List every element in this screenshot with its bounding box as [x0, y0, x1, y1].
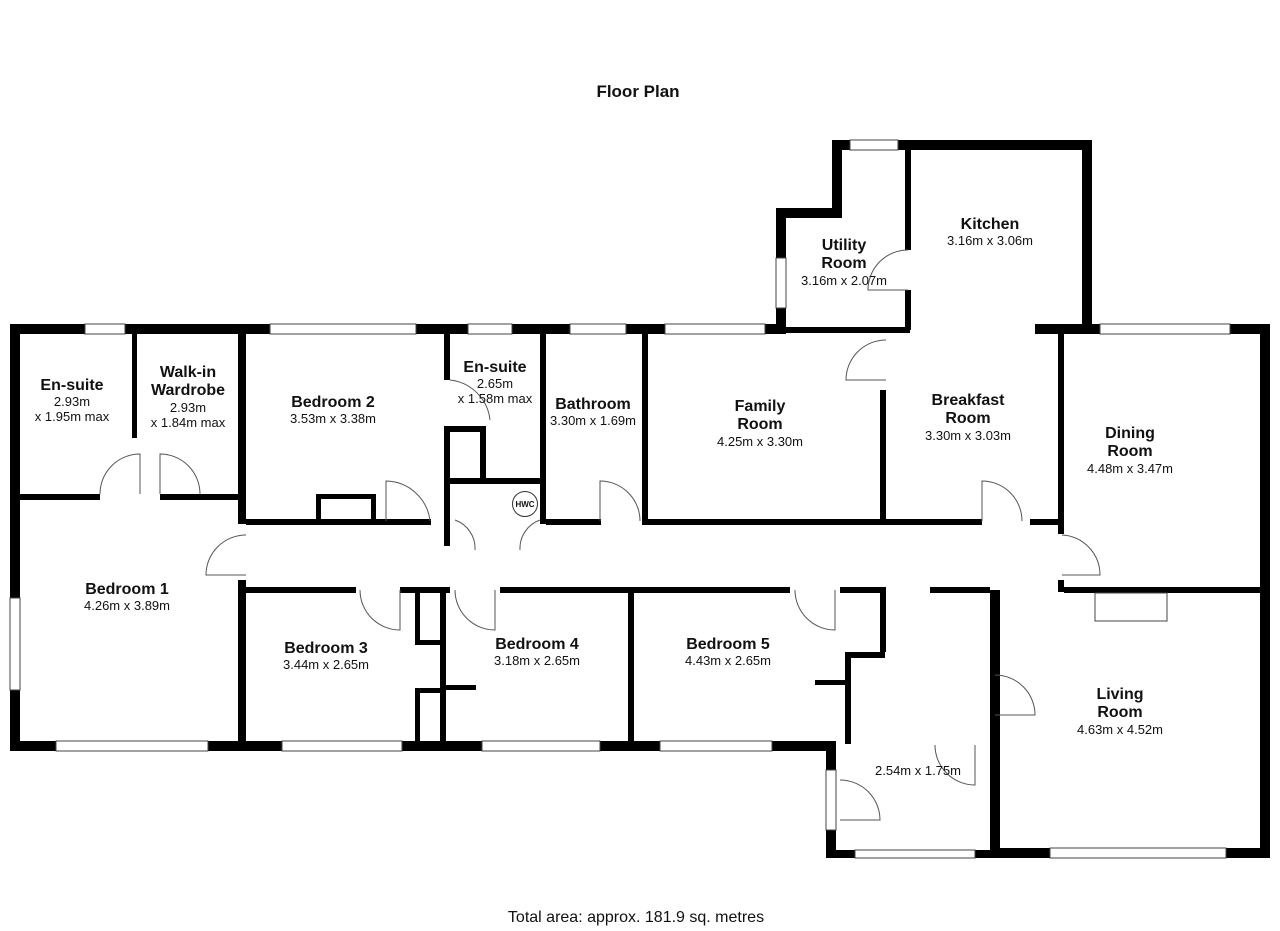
room-name: Living [1096, 686, 1144, 703]
room-name: Bedroom 1 [85, 581, 169, 598]
plan-title: Floor Plan [596, 82, 680, 101]
room-dims: 3.53m x 3.38m [290, 411, 376, 427]
room-name: Utility [821, 237, 867, 254]
room-name: Bedroom 3 [284, 640, 368, 657]
room-name: Bathroom [555, 396, 631, 413]
room-name: Wardrobe [150, 382, 226, 400]
room-dims: 3.30m x 1.69m [550, 413, 636, 429]
room-dims: 2.65m [476, 376, 514, 392]
hot-water-cylinder: HWC [512, 491, 538, 517]
room-name: Room [821, 255, 867, 273]
door-swings [99, 249, 1101, 821]
room-name: Family [734, 398, 786, 415]
room-name: En-suite [40, 377, 104, 394]
room-dims: 3.18m x 2.65m [494, 653, 580, 669]
room-walk-in-wardrobe: Walk-in Wardrobe 2.93m x 1.84m max [151, 364, 225, 431]
room-dims: 4.25m x 3.30m [717, 433, 803, 449]
total-area: Total area: approx. 181.9 sq. metres [507, 909, 765, 926]
room-name: Room [737, 416, 783, 434]
room-dims: x 1.84m max [150, 414, 226, 430]
room-dims: 2.93m [169, 399, 207, 415]
room-name: Bedroom 4 [495, 636, 579, 653]
room-dims: 3.30m x 3.03m [925, 427, 1011, 443]
room-dims: x 1.58m max [457, 391, 533, 407]
room-porch: 2.54m x 1.75m [875, 763, 961, 779]
room-bedroom-3: Bedroom 3 3.44m x 2.65m [283, 640, 369, 673]
room-dims: 3.16m x 2.07m [801, 272, 887, 288]
room-utility-room: Utility Room 3.16m x 2.07m [801, 237, 887, 289]
room-bedroom-4: Bedroom 4 3.18m x 2.65m [494, 636, 580, 669]
room-family-room: Family Room 4.25m x 3.30m [717, 398, 803, 450]
room-dims: 2.93m [53, 394, 91, 410]
room-name: Kitchen [960, 216, 1020, 233]
room-dims: 4.63m x 4.52m [1077, 721, 1163, 737]
room-dining-room: Dining Room 4.48m x 3.47m [1087, 425, 1173, 477]
room-living-room: Living Room 4.63m x 4.52m [1077, 686, 1163, 738]
room-name: Bedroom 5 [686, 636, 770, 653]
room-bedroom-5: Bedroom 5 4.43m x 2.65m [685, 636, 771, 669]
room-ensuite-1: En-suite 2.93m x 1.95m max [35, 377, 109, 425]
room-name: Breakfast [931, 392, 1005, 409]
room-dims: x 1.95m max [34, 409, 110, 425]
room-dims: 4.26m x 3.89m [84, 598, 170, 614]
room-bedroom-2: Bedroom 2 3.53m x 3.38m [290, 394, 376, 427]
room-dims: 3.16m x 3.06m [947, 233, 1033, 249]
room-dims: 2.54m x 1.75m [875, 763, 961, 778]
windows [9, 139, 1231, 859]
room-dims: 4.48m x 3.47m [1087, 460, 1173, 476]
room-breakfast-room: Breakfast Room 3.30m x 3.03m [925, 392, 1011, 444]
room-name: Dining [1105, 425, 1155, 442]
room-name: Room [1107, 443, 1153, 461]
room-name: Bedroom 2 [291, 394, 375, 411]
room-ensuite-2: En-suite 2.65m x 1.58m max [458, 359, 532, 407]
room-name: Walk-in [159, 364, 217, 381]
room-dims: 3.44m x 2.65m [283, 657, 369, 673]
room-name: Room [1097, 704, 1143, 722]
room-dims: 4.43m x 2.65m [685, 653, 771, 669]
room-bathroom: Bathroom 3.30m x 1.69m [550, 396, 636, 429]
room-kitchen: Kitchen 3.16m x 3.06m [947, 216, 1033, 249]
room-bedroom-1: Bedroom 1 4.26m x 3.89m [84, 581, 170, 614]
room-name: Room [945, 410, 991, 428]
room-name: En-suite [463, 359, 527, 376]
